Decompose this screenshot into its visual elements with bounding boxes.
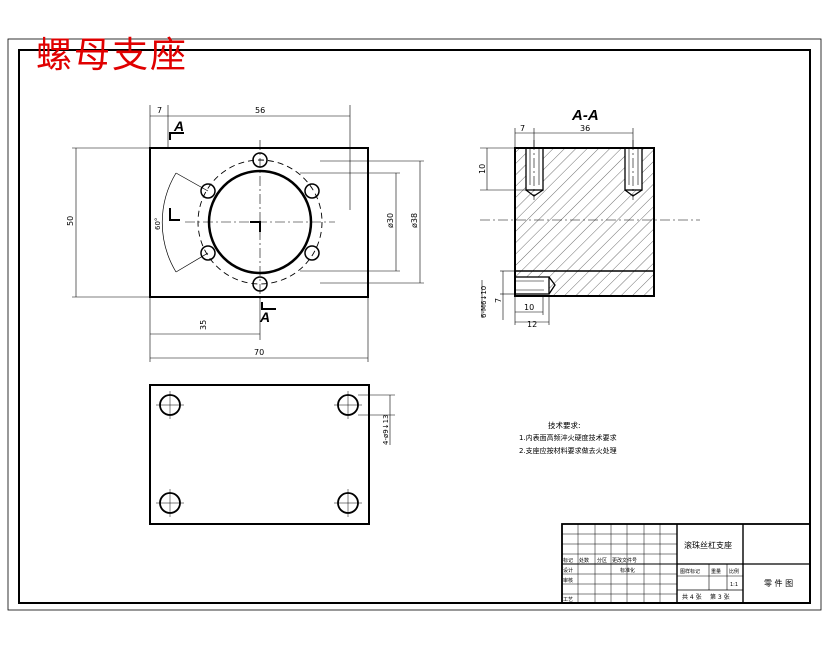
title-block-scale: 比例 bbox=[729, 568, 739, 575]
title-block-cell-change: 更改文件号 bbox=[612, 557, 637, 564]
title-block-cell-mark: 标记 bbox=[563, 557, 573, 564]
dim-section-top-offset: 7 bbox=[520, 124, 525, 133]
dim-plan-hole: 4-ø9↓13 bbox=[382, 415, 390, 446]
dim-section-top-span: 36 bbox=[580, 124, 590, 133]
title-block-cell-design: 设计 bbox=[563, 567, 573, 574]
dim-front-width: 70 bbox=[254, 348, 264, 357]
dim-front-height: 50 bbox=[66, 216, 75, 226]
title-block-sheet-index: 第 3 张 bbox=[710, 593, 730, 601]
dim-front-bottom-half: 35 bbox=[199, 320, 208, 330]
section-view-dimensions bbox=[480, 128, 634, 325]
dim-front-dia-inner: ø30 bbox=[386, 213, 395, 228]
title-block-drawing-type: 零 件 图 bbox=[764, 578, 793, 588]
plan-view bbox=[149, 384, 395, 525]
title-block-cell-process: 工艺 bbox=[563, 597, 573, 603]
dim-section-small-vert: 7 bbox=[494, 298, 503, 303]
title-block-stage: 图样标记 bbox=[680, 568, 700, 575]
tech-item-1: 1.内表面高频淬火硬度技术要求 bbox=[519, 433, 617, 442]
dim-section-depth: 10 bbox=[478, 164, 487, 174]
dim-section-bottom-a: 10 bbox=[524, 303, 534, 312]
tech-item-2: 2.支座应按材料要求做去火处理 bbox=[519, 446, 617, 455]
tech-heading: 技术要求: bbox=[548, 420, 581, 430]
outer-border bbox=[7, 38, 822, 611]
section-view bbox=[480, 140, 700, 297]
title-block-cell-review: 审核 bbox=[563, 577, 573, 584]
title-block-name: 滚珠丝杠支座 bbox=[684, 540, 732, 550]
dim-front-angle: 60° bbox=[154, 218, 162, 230]
title-block-cell-count: 处数 bbox=[579, 557, 589, 564]
drawing-title: 螺母支座 bbox=[36, 35, 189, 76]
title-block bbox=[561, 523, 811, 604]
section-mark-top: A bbox=[173, 118, 184, 134]
front-view bbox=[149, 132, 369, 310]
dim-front-dia-outer: ø38 bbox=[410, 213, 419, 228]
title-block-sheet-total: 共 4 张 bbox=[682, 593, 702, 601]
dim-front-top-offset: 7 bbox=[157, 106, 162, 115]
title-block-cell-standard: 标准化 bbox=[620, 567, 635, 574]
title-block-weight: 重量 bbox=[711, 568, 721, 575]
dim-section-bottom-b: 12 bbox=[527, 320, 537, 329]
inner-border bbox=[18, 49, 811, 604]
section-mark-bottom: A bbox=[259, 309, 270, 325]
dim-front-top-span: 56 bbox=[255, 106, 265, 115]
title-block-scale-value: 1:1 bbox=[730, 582, 738, 588]
front-view-dimensions bbox=[72, 105, 424, 362]
dim-section-hole: 6-M6↓10 bbox=[480, 286, 488, 318]
section-view-label: A-A bbox=[571, 107, 599, 124]
title-block-cell-zone: 分区 bbox=[597, 557, 607, 564]
